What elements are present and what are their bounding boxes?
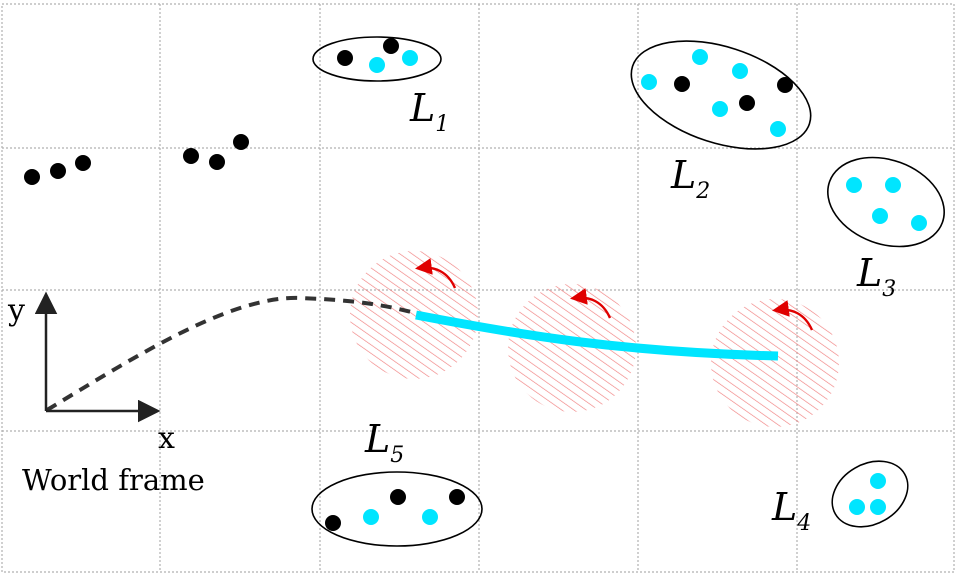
- uncertainty-region: [508, 284, 636, 412]
- landmark-label-l2: L2: [670, 153, 710, 204]
- past-trajectory: [45, 295, 416, 412]
- curved-arrow-icon: [772, 300, 814, 331]
- world-axes: [34, 291, 161, 423]
- x-axis-label: x: [158, 421, 175, 456]
- black-point: [50, 163, 66, 179]
- landmark-group-l3: [827, 156, 945, 248]
- rotation-arrows: [415, 258, 814, 331]
- landmark-label-l5: L5: [364, 417, 404, 468]
- pose-uncertainty-regions: [350, 251, 839, 427]
- frame-caption: World frame: [22, 463, 205, 497]
- uncertainty-region: [711, 299, 839, 427]
- curved-arrow-icon: [415, 258, 457, 289]
- curved-arrow-icon: [570, 288, 612, 319]
- landmark-label-l3: L3: [856, 251, 896, 302]
- grid: [1, 3, 955, 573]
- black-point: [75, 155, 91, 171]
- unassociated-points: [24, 134, 249, 185]
- black-point: [24, 169, 40, 185]
- black-point: [209, 154, 225, 170]
- current-trajectory: [415, 310, 779, 361]
- black-point: [233, 134, 249, 150]
- landmark-label-l1: L1: [409, 86, 449, 137]
- black-point: [183, 148, 199, 164]
- landmark-label-l4: L4: [771, 485, 811, 536]
- landmark-group-l5: [311, 471, 483, 547]
- landmark-group-l2: [630, 40, 812, 150]
- landmark-group-l4: [831, 460, 909, 528]
- landmark-group-l1: [312, 36, 442, 82]
- uncertainty-region: [350, 251, 478, 379]
- y-axis-label: y: [7, 293, 25, 328]
